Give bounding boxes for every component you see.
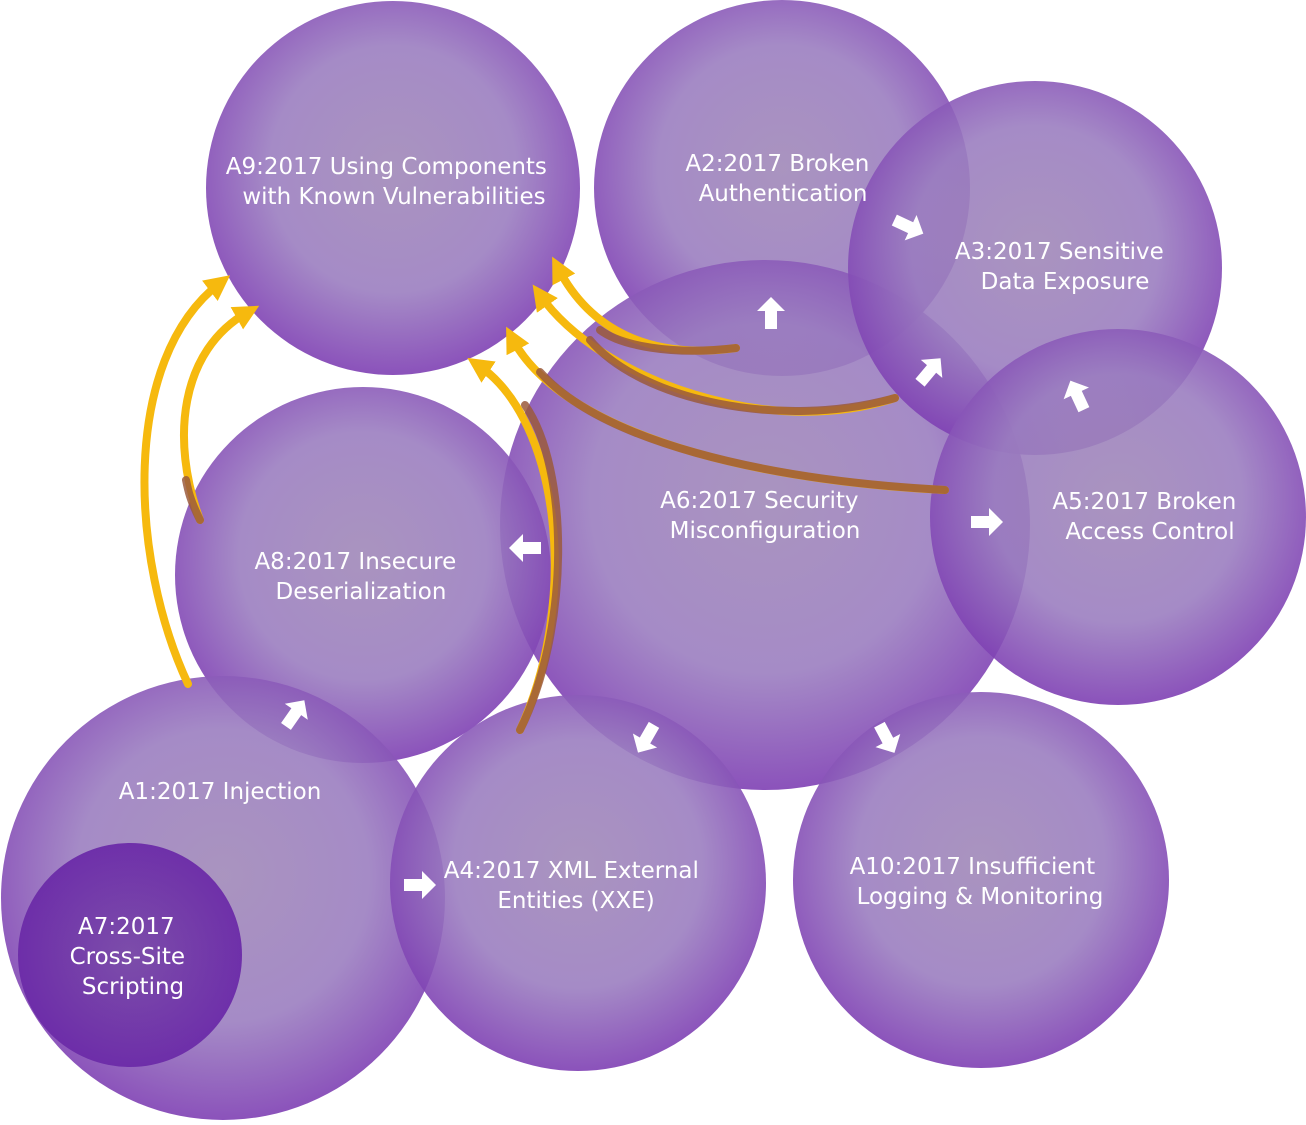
white-block-arrow-icon (404, 871, 436, 899)
circle-a7 (18, 843, 242, 1067)
brown-arrow-segments (182, 326, 949, 734)
label-a2: A2:2017 Broken Authentication (685, 151, 876, 207)
label-a8: A8:2017 Insecure Deserialization (254, 549, 463, 605)
labels: A9:2017 Using Components with Known Vuln… (70, 151, 1243, 1000)
arrow-a1-to-a9-outer (140, 275, 231, 688)
label-a4: A4:2017 XML External Entities (XXE) (444, 858, 706, 914)
white-arrows (281, 214, 1090, 899)
white-block-arrow-icon (891, 214, 924, 241)
label-a10: A10:2017 Insufficient Logging & Monitori… (850, 854, 1104, 910)
label-a7: A7:2017 Cross-Site Scripting (70, 914, 193, 1000)
circle-a9 (206, 1, 580, 375)
label-a3: A3:2017 Sensitive Data Exposure (955, 239, 1171, 295)
white-block-arrow-icon (509, 534, 541, 562)
label-a1: A1:2017 Injection (119, 779, 322, 805)
white-block-arrow-icon (757, 297, 785, 329)
white-block-arrow-icon (971, 508, 1003, 536)
circle-a8 (175, 387, 551, 763)
white-block-arrow-icon (1063, 380, 1090, 413)
white-block-arrow-icon (915, 358, 943, 387)
white-block-arrow-icon (874, 721, 901, 753)
circle-a5 (930, 329, 1306, 705)
label-a9: A9:2017 Using Components with Known Vuln… (226, 154, 554, 210)
circle-a4 (390, 695, 766, 1071)
label-a5: A5:2017 Broken Access Control (1052, 489, 1243, 545)
white-block-arrow-icon (632, 721, 660, 753)
circle-a10 (793, 692, 1169, 1068)
label-a6: A6:2017 Security Misconfiguration (660, 488, 866, 544)
white-block-arrow-icon (281, 700, 308, 730)
